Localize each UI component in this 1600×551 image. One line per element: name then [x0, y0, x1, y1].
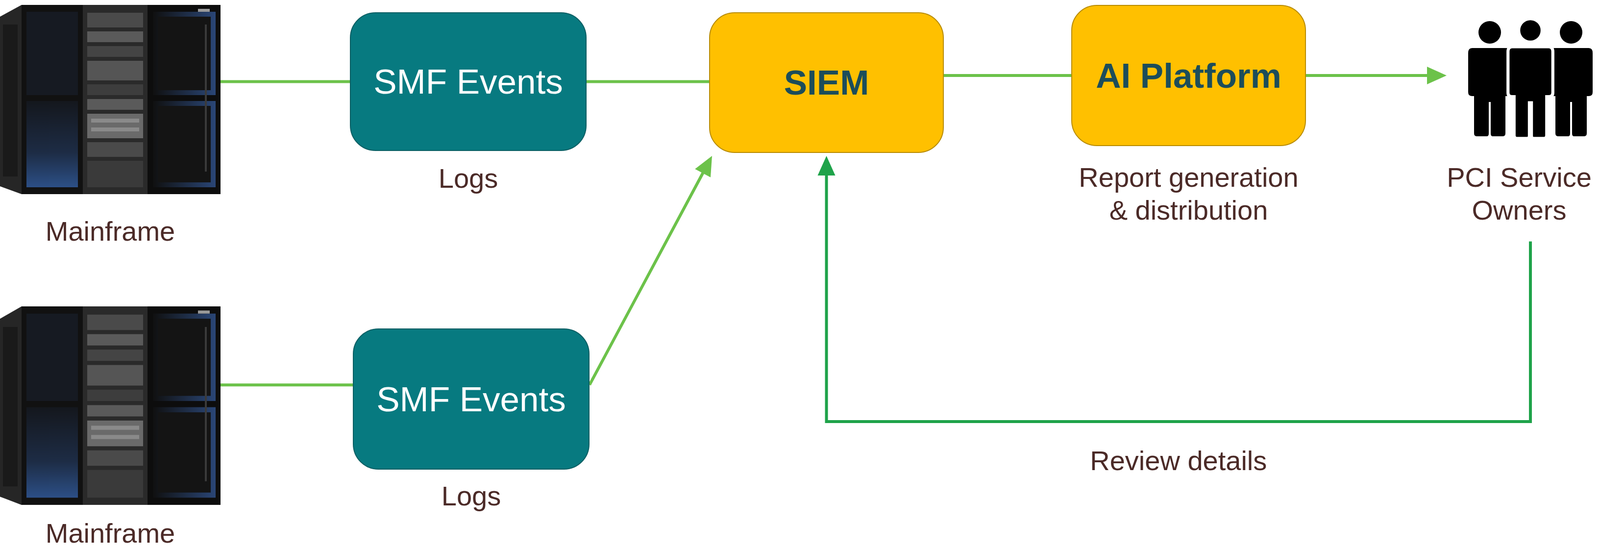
connector-line — [220, 383, 353, 387]
process-box: SMF EventsLogs — [349, 12, 587, 193]
node-label: Mainframe — [0, 217, 221, 246]
connector-line — [586, 80, 710, 84]
connector — [943, 75, 1072, 76]
arrowhead — [817, 155, 836, 176]
box-shape: SMF Events — [352, 328, 590, 470]
people-icon — [1468, 18, 1593, 139]
mainframe-illustration — [0, 4, 221, 195]
node-label: Report generation & distribution — [1071, 160, 1307, 227]
box-title: AI Platform — [1095, 55, 1282, 96]
node-label: Logs — [397, 482, 545, 510]
box-shape: SMF Events — [349, 12, 587, 151]
icon-area — [0, 4, 221, 195]
connector-line — [943, 73, 1072, 77]
icon-area — [1440, 19, 1598, 139]
connector — [220, 384, 353, 386]
arrowhead — [1427, 66, 1447, 85]
connector-line — [220, 80, 350, 84]
mainframe-node: Mainframe — [0, 4, 221, 246]
edge-label-holder: Review details — [1086, 446, 1270, 475]
process-box: AI PlatformReport generation & distribut… — [1071, 4, 1306, 227]
box-shape: SIEM — [709, 12, 944, 153]
process-box: SMF EventsLogs — [352, 328, 590, 510]
connector-line — [589, 171, 704, 385]
box-title: SMF Events — [373, 61, 564, 102]
mainframe-node: Mainframe — [0, 306, 221, 547]
connector — [589, 155, 713, 385]
process-box: SIEM — [709, 12, 944, 153]
people-node: PCI Service Owners — [1440, 19, 1598, 227]
edge-label: Review details — [1086, 446, 1270, 475]
node-label: PCI Service Owners — [1440, 160, 1598, 227]
icon-area — [0, 306, 221, 505]
connector — [1305, 66, 1447, 85]
connector — [586, 81, 710, 82]
connector — [220, 81, 350, 82]
box-title: SMF Events — [376, 379, 567, 419]
mainframe-illustration — [0, 306, 221, 505]
node-label: Logs — [394, 164, 542, 193]
box-title: SIEM — [784, 62, 870, 103]
arrowhead — [694, 155, 713, 178]
box-shape: AI Platform — [1071, 4, 1306, 147]
connector-line — [1305, 73, 1429, 77]
connector — [817, 155, 1531, 422]
node-label: Mainframe — [0, 519, 221, 547]
